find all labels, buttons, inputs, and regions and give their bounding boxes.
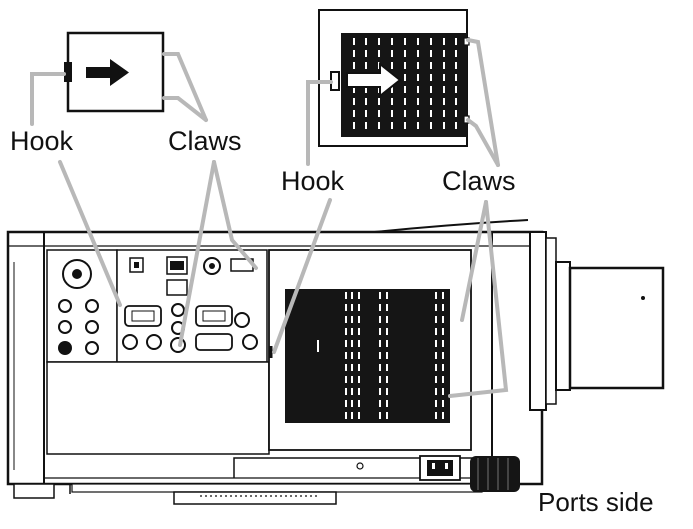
hook-label-right: Hook — [281, 166, 345, 196]
filter-cover-body — [268, 249, 472, 451]
lens — [555, 261, 665, 391]
projector-body — [6, 219, 665, 505]
claws-label-right: Claws — [442, 166, 516, 196]
feet — [13, 456, 520, 505]
claws-label-left: Claws — [168, 126, 242, 156]
arrow-right-icon — [86, 59, 129, 86]
hook-label-left: Hook — [10, 126, 74, 156]
inset-small-cover — [64, 31, 165, 113]
lower-panel — [46, 361, 270, 455]
ports-side-label: Ports side — [538, 487, 654, 517]
connector-panel — [116, 249, 268, 363]
inset-large-cover — [318, 9, 470, 147]
arrow-right-icon — [346, 61, 402, 99]
power-socket-icon — [419, 455, 461, 481]
control-panel-left — [46, 249, 118, 363]
leader-lines — [30, 38, 509, 398]
